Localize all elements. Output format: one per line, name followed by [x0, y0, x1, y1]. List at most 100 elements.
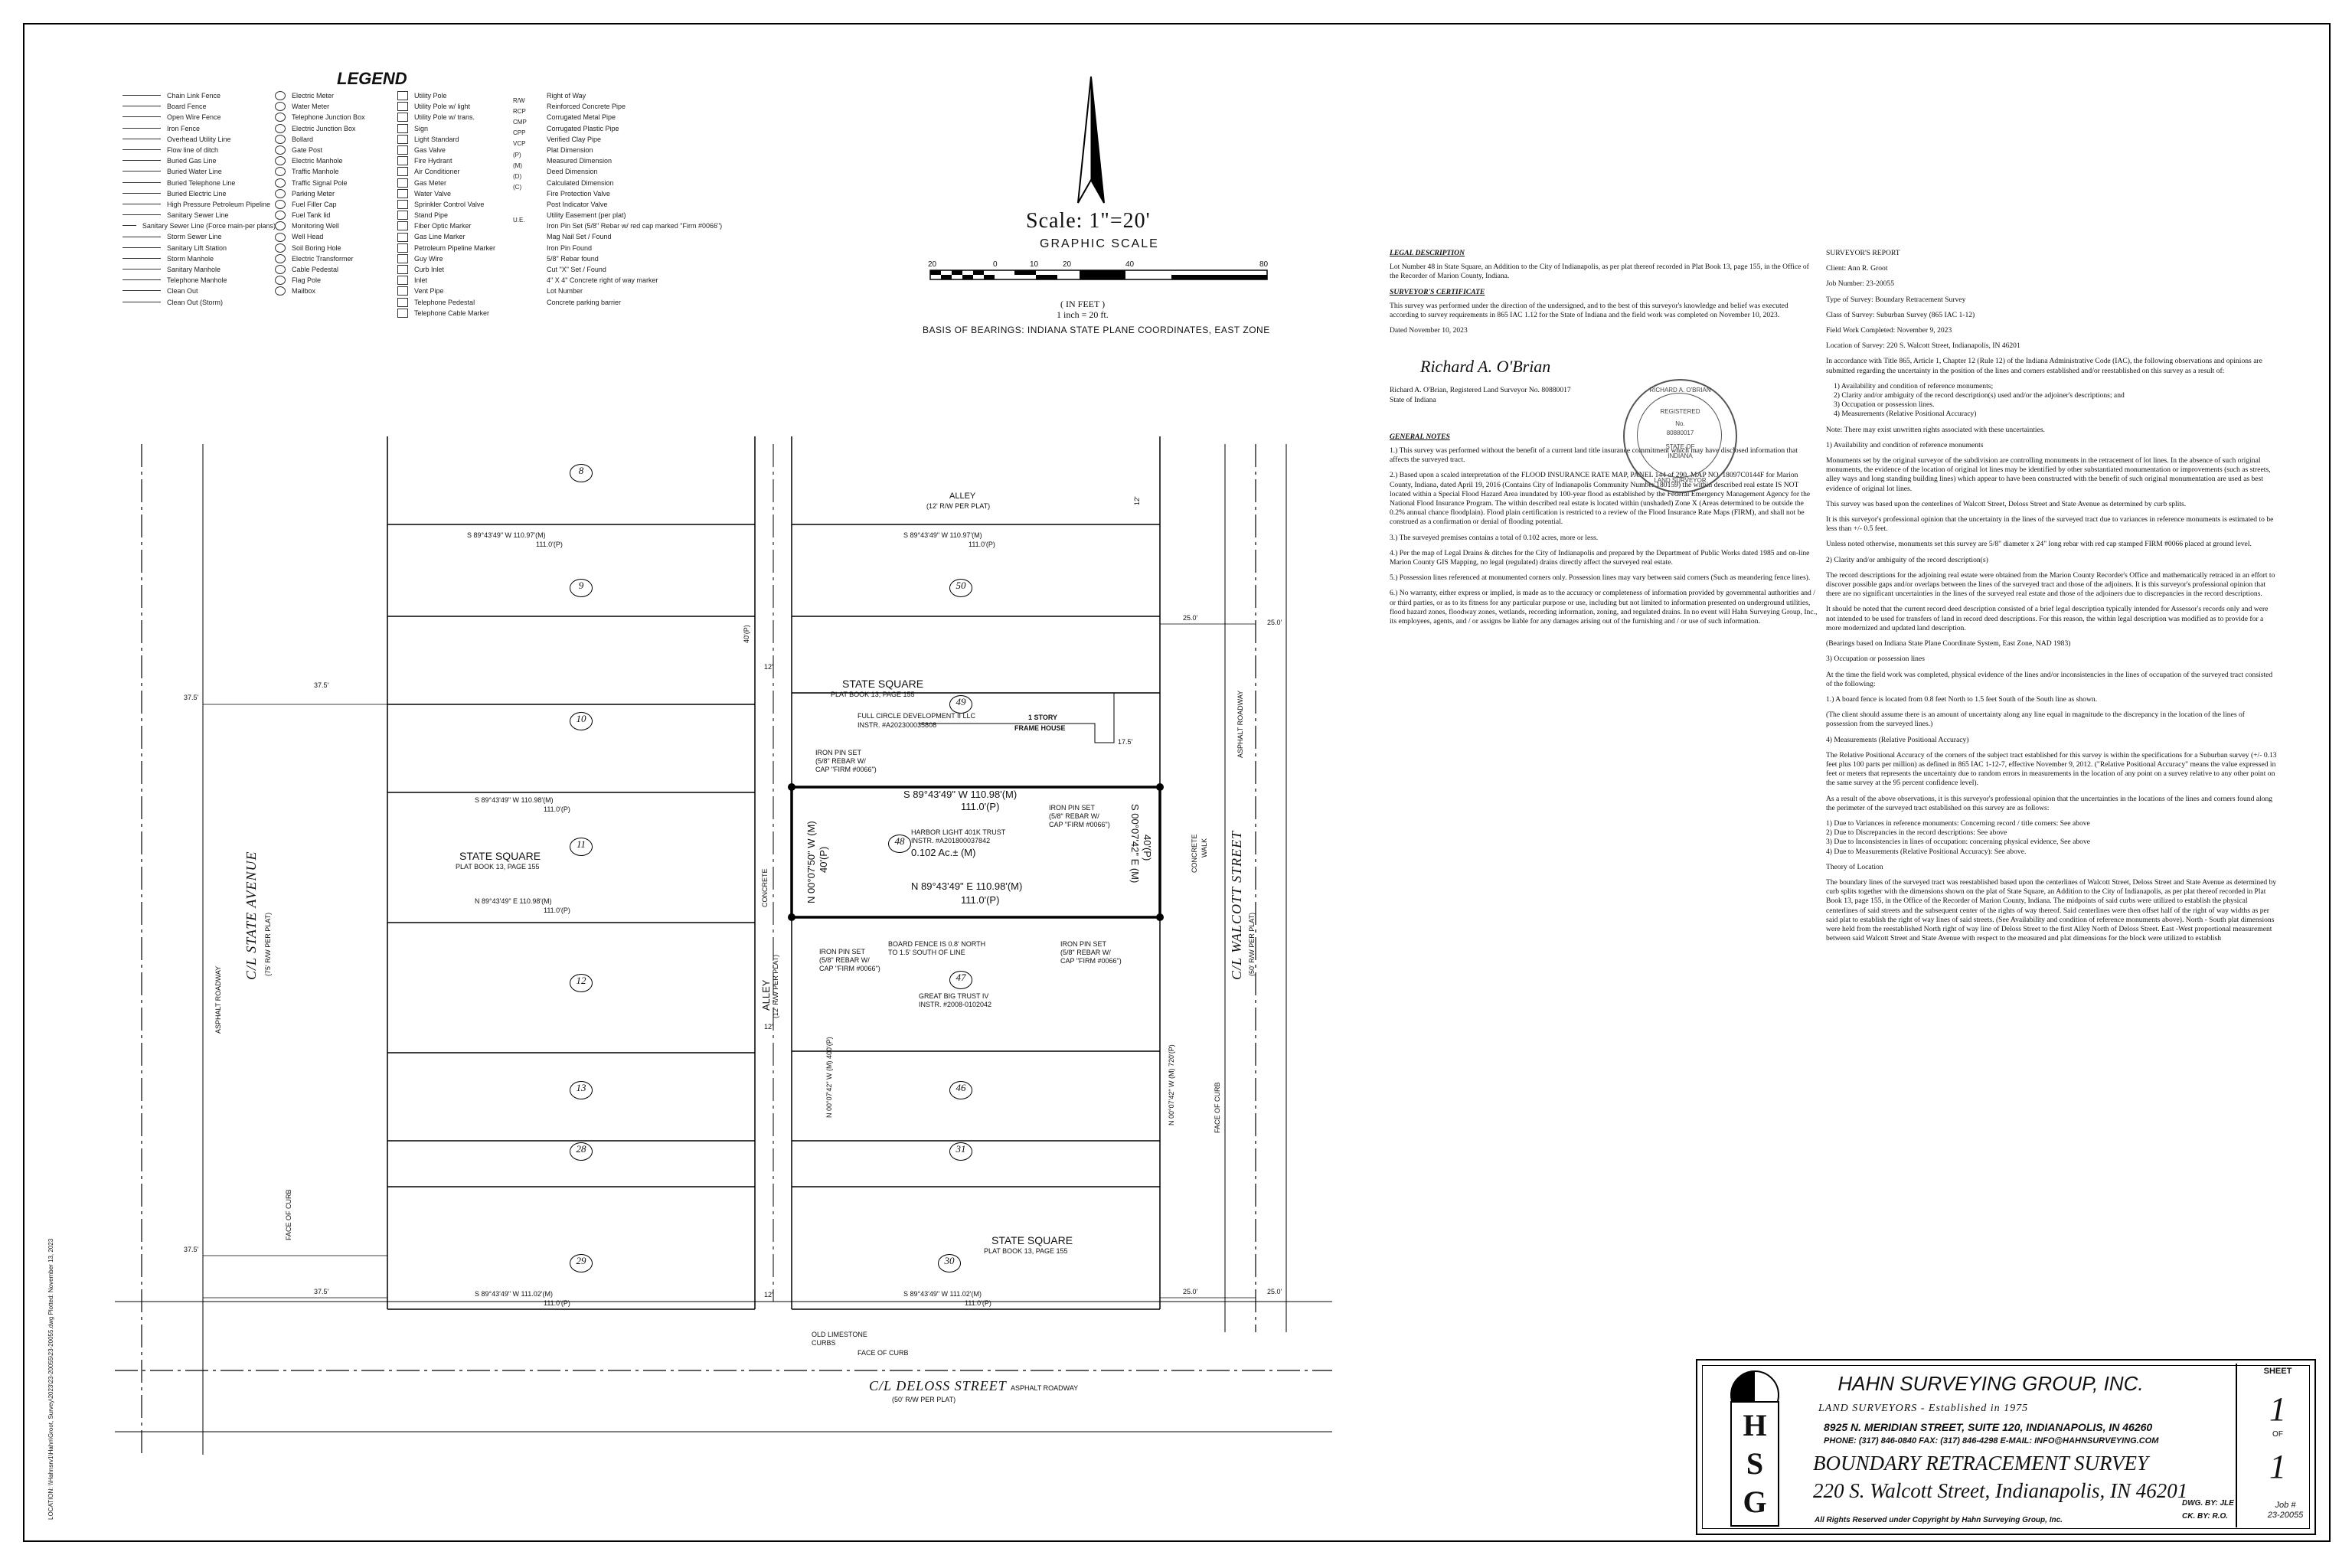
- company-name: HAHN SURVEYING GROUP, INC.: [1838, 1372, 2144, 1395]
- legend-entry: Telephone Manhole: [122, 275, 276, 286]
- legend-label: Right of Way: [547, 92, 586, 100]
- legend-symbol-icon: [275, 178, 286, 188]
- surveyor-state: State of Indiana: [1390, 395, 1436, 404]
- title-block: [1696, 1359, 2316, 1535]
- legend-label: Sanitary Lift Station: [167, 243, 227, 252]
- note: 1.) This survey was performed without th…: [1390, 446, 1798, 465]
- legend-entry: 5/8" Rebar found: [513, 253, 727, 264]
- report-column: SURVEYOR'S REPORT Client: Ann R. Groot J…: [1826, 249, 2278, 949]
- legend-entry: Storm Manhole: [122, 253, 276, 264]
- report-text: The record descriptions for the adjoinin…: [1826, 570, 2275, 599]
- legend-label: Gas Meter: [414, 178, 447, 187]
- report-note: Note: There may exist unwritten rights a…: [1826, 425, 2045, 434]
- legend-symbol-icon: [397, 211, 408, 220]
- legend-entry: Sanitary Sewer Line: [122, 210, 276, 220]
- scale-tick-label: 10: [1030, 260, 1039, 269]
- surveyor-name: Richard A. O'Brian, Registered Land Surv…: [1390, 386, 1571, 395]
- legend-symbol-icon: [275, 113, 286, 122]
- report-text: It should be noted that the current reco…: [1826, 605, 2269, 632]
- legend-entry: 4" X 4" Concrete right of way marker: [513, 275, 727, 286]
- legend-symbol-icon: [275, 253, 286, 263]
- report-section: 2) Clarity and/or ambiguity of the recor…: [1826, 555, 1988, 564]
- dimension: 40'(P): [743, 625, 750, 643]
- legend-label: Utility Easement (per plat): [547, 211, 626, 220]
- legend-symbol-icon: [275, 102, 286, 112]
- legend-entry: Buried Gas Line: [122, 155, 276, 166]
- legend-label: Electric Manhole: [292, 157, 343, 165]
- legend-entry: Chain Link Fence: [122, 90, 276, 101]
- owner-name: GREAT BIG TRUST IV: [919, 992, 989, 1000]
- site-address: 220 S. Walcott Street, Indianapolis, IN …: [1813, 1479, 2188, 1502]
- legend-entry: Overhead Utility Line: [122, 134, 276, 145]
- lot-number: 10: [570, 712, 593, 730]
- survey-plan: [115, 436, 1332, 1455]
- pin-label: IRON PIN SET: [819, 948, 866, 956]
- legend-symbol-icon: [397, 286, 408, 296]
- legend-label: Sprinkler Control Valve: [414, 200, 485, 208]
- company-logo: H S G: [1726, 1370, 1780, 1527]
- bearing-plat: 111.0'(P): [961, 894, 1000, 906]
- legend-label: Verified Clay Pipe: [547, 135, 602, 143]
- legend-symbol-icon: [397, 243, 408, 253]
- certificate-heading: SURVEYOR'S CERTIFICATE: [1390, 287, 1485, 296]
- report-line: Client: Ann R. Groot: [1826, 264, 1888, 273]
- report-text: 1.) A board fence is located from 0.8 fe…: [1826, 694, 2098, 704]
- legend-entry: Light Standard: [394, 134, 524, 145]
- title-divider: [2236, 1364, 2237, 1527]
- lot-number: 31: [949, 1142, 972, 1161]
- legend-entry: Utility Pole: [394, 90, 524, 101]
- pin-label: IRON PIN SET: [1060, 940, 1107, 948]
- legend-entry: Flow line of ditch: [122, 145, 276, 155]
- dimension: 12': [764, 1291, 773, 1298]
- street-name: C/L WALCOTT STREET: [1229, 830, 1244, 980]
- bearing-plat: 111.0'(P): [961, 801, 1000, 812]
- seal-text: No.: [1675, 420, 1685, 427]
- dimension: 12': [764, 663, 773, 671]
- lot-number: 29: [570, 1254, 593, 1272]
- asphalt-label: ASPHALT ROADWAY: [1236, 690, 1244, 758]
- owner-name: FULL CIRCLE DEVELOPMENT II LLC: [858, 712, 976, 720]
- legend-label: Sanitary Sewer Line (Force main-per plan…: [142, 222, 276, 230]
- bearing-label: S 89°43'49" W 110.97'(M): [467, 531, 546, 539]
- concrete-label: CONCRETE: [761, 868, 769, 907]
- scale-tick-label: 20: [1063, 260, 1072, 269]
- legend-label: Buried Gas Line: [167, 157, 217, 165]
- legend-entry: Gas Valve: [394, 145, 524, 155]
- fence-note: BOARD FENCE IS 0.8' NORTH: [888, 940, 986, 948]
- legend-label: Telephone Cable Marker: [414, 309, 490, 317]
- legend-symbol-icon: [275, 188, 286, 198]
- legend-entry: Guy Wire: [394, 253, 524, 264]
- legend-symbol-icon: [122, 192, 161, 194]
- legend-label: Vent Pipe: [414, 287, 444, 296]
- lot-number: 9: [570, 579, 593, 597]
- legend-label: Fire Hydrant: [414, 157, 452, 165]
- legend-symbol-icon: [397, 156, 408, 166]
- legend-label: Soil Boring Hole: [292, 243, 341, 252]
- legend-label: 5/8" Rebar found: [547, 254, 599, 263]
- legend-symbol-icon: [397, 253, 408, 263]
- dimension: 37.5': [314, 1288, 329, 1295]
- scale-tick-label: 0: [993, 260, 998, 269]
- legend-entry: Buried Telephone Line: [122, 178, 276, 188]
- legend-symbol-icon: [275, 265, 286, 275]
- legend-symbol-icon: [122, 203, 161, 205]
- legend-label: Buried Telephone Line: [167, 178, 236, 187]
- legend-label: Iron Pin Found: [547, 243, 593, 252]
- lot-number: 49: [949, 695, 972, 714]
- legend-label: High Pressure Petroleum Pipeline: [167, 200, 271, 208]
- bearing-label: S 89°43'49" W 110.98'(M): [475, 796, 554, 804]
- legend-label: Storm Manhole: [167, 254, 214, 263]
- legend-entry: Iron Pin Found: [513, 243, 727, 253]
- report-line: Field Work Completed: November 9, 2023: [1826, 326, 1952, 335]
- pin-label: IRON PIN SET: [815, 749, 862, 756]
- limestone-label: CURBS: [812, 1339, 836, 1347]
- legend-symbol-icon: [122, 225, 136, 227]
- legend-entry: Open Wire Fence: [122, 112, 276, 122]
- legend-label: Fiber Optic Marker: [414, 222, 472, 230]
- legend-entry: Lot Number: [513, 286, 727, 296]
- alley-label: ALLEY: [949, 492, 976, 501]
